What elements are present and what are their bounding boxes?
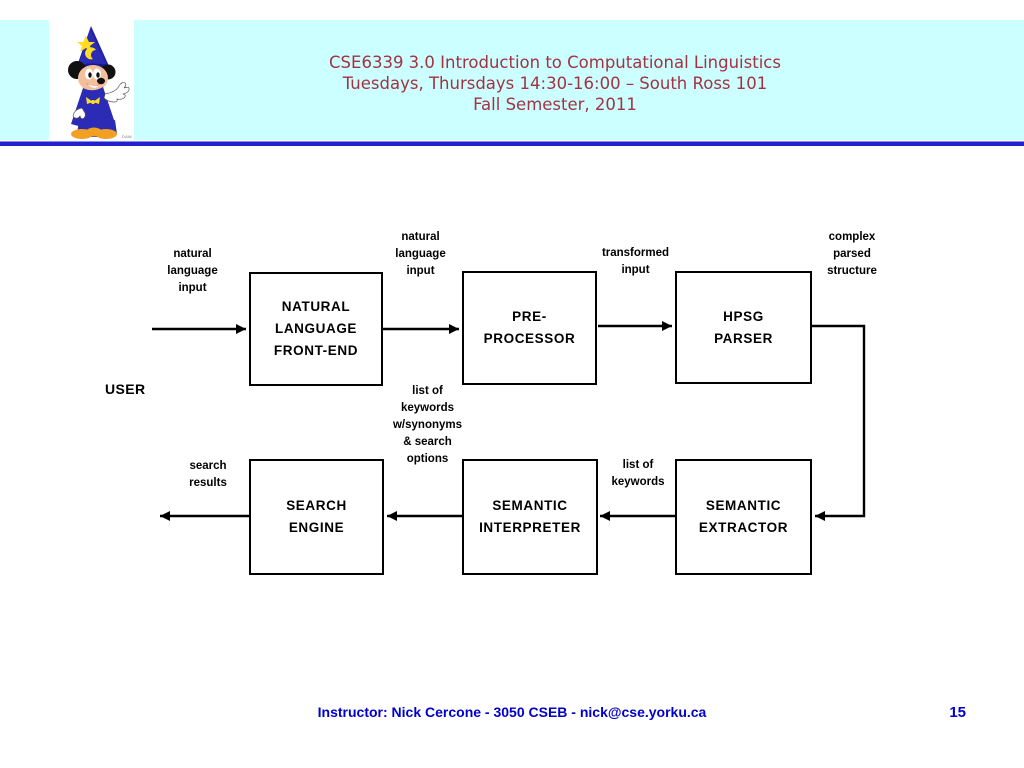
header-banner xyxy=(0,20,1024,140)
page-title: CSE6339 3.0 Introduction to Computationa… xyxy=(160,52,950,115)
header-divider xyxy=(0,141,1024,146)
title-line-2: Tuesdays, Thursdays 14:30-16:00 – South … xyxy=(342,74,768,93)
arrow-hpsg-parser-to-semantic-extractor xyxy=(812,324,866,521)
title-line-1: CSE6339 3.0 Introduction to Computationa… xyxy=(329,53,781,72)
title-line-3: Fall Semester, 2011 xyxy=(473,95,637,114)
node-pre-processor[interactable]: PRE-PROCESSOR xyxy=(462,271,597,385)
actor-label-user: USER xyxy=(105,381,146,397)
footer-instructor: Instructor: Nick Cercone - 3050 CSEB - n… xyxy=(317,704,707,720)
logo-credit: DAW xyxy=(121,134,132,139)
node-label: PRE-PROCESSOR xyxy=(483,309,576,346)
sorcerer-mickey-logo: DAW xyxy=(49,20,134,140)
footer-page-number: 15 xyxy=(949,704,966,721)
sorcerer-mickey-icon xyxy=(68,26,130,139)
